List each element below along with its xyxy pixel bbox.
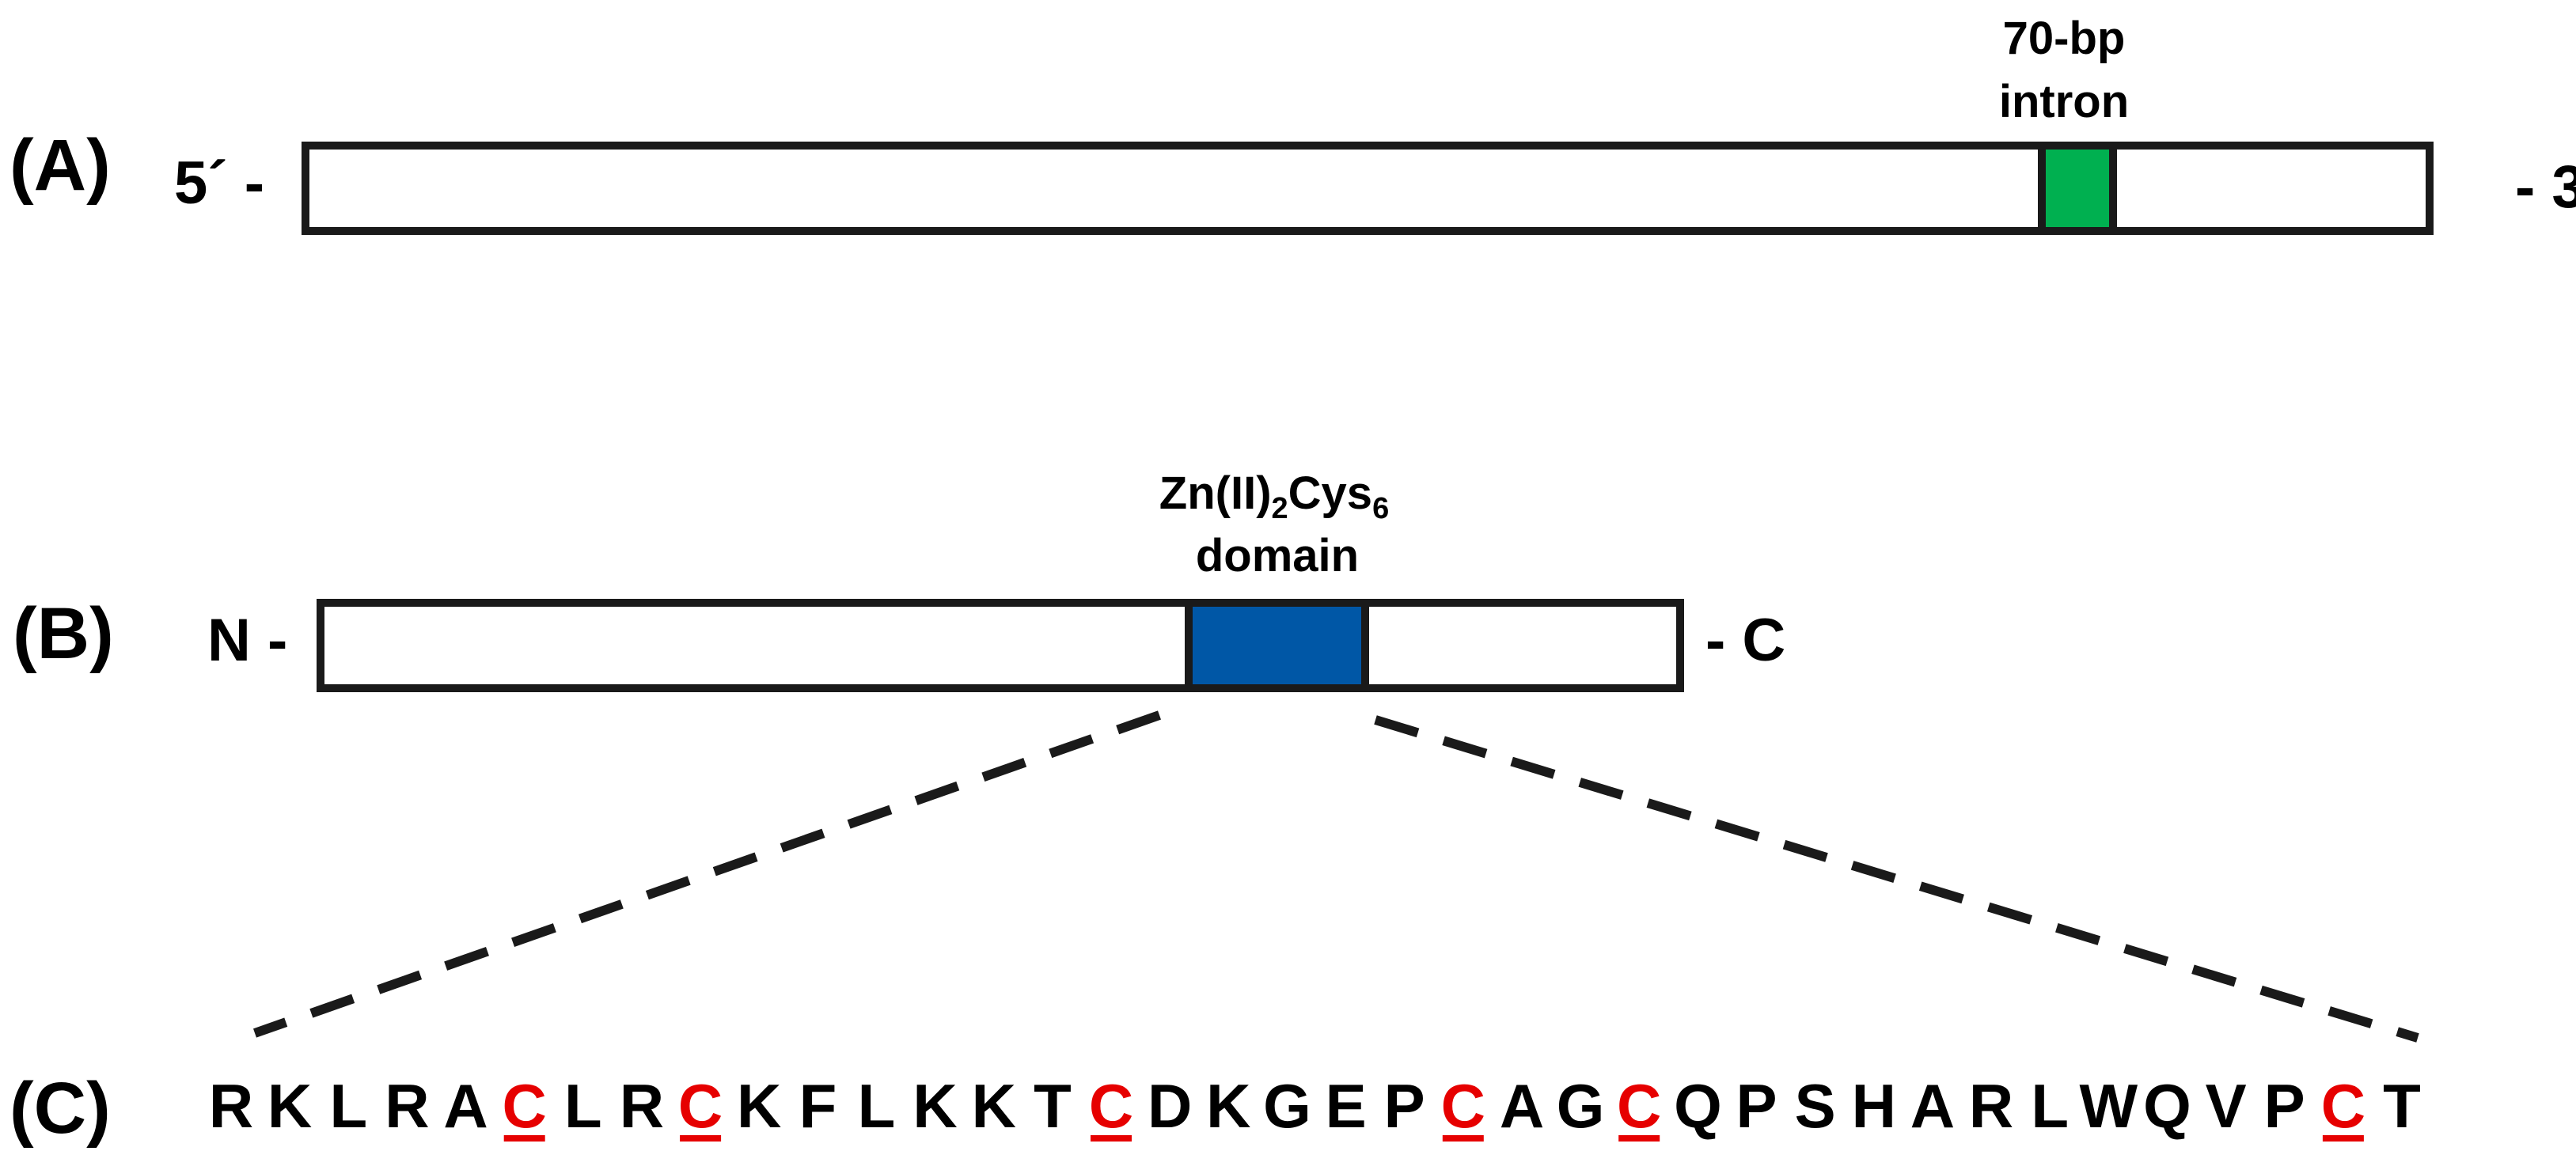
intron-label-line1: 70-bp <box>2003 13 2126 64</box>
residue: D <box>1148 1071 1192 1141</box>
residue: K <box>267 1071 312 1141</box>
residue: Q <box>1674 1071 1722 1141</box>
residue: P <box>1736 1071 1777 1141</box>
panel-b-label: (B) <box>13 593 114 674</box>
residue: A <box>1500 1071 1544 1141</box>
residue: L <box>858 1071 896 1141</box>
domain-label-line2: domain <box>1196 530 1359 581</box>
residue: K <box>737 1071 781 1141</box>
cysteine-underline <box>2322 1135 2364 1142</box>
zoom-connectors <box>253 710 2419 1043</box>
residue: L <box>2031 1071 2069 1141</box>
zoom-line-right <box>1374 715 2419 1043</box>
panel-b: (B) N - Zn(II)2Cys6 domain - C <box>13 468 1785 692</box>
residue: L <box>329 1071 367 1141</box>
residue: R <box>620 1071 664 1141</box>
residue: F <box>799 1071 837 1141</box>
residue: R <box>385 1071 429 1141</box>
cysteine-residue: C <box>503 1071 547 1141</box>
residue: P <box>1384 1071 1425 1141</box>
c-terminus-label: - C <box>1705 607 1785 674</box>
cysteine-residue: C <box>2321 1071 2365 1141</box>
residue: G <box>1557 1071 1605 1141</box>
cysteine-underline <box>680 1135 722 1142</box>
intron-segment <box>2038 142 2117 235</box>
domain-label-line1: Zn(II)2Cys6 <box>1159 468 1389 525</box>
residue: K <box>912 1071 957 1141</box>
cysteine-underline <box>1618 1135 1660 1142</box>
residue: R <box>1969 1071 2013 1141</box>
residue: E <box>1326 1071 1367 1141</box>
cysteine-residue: C <box>1089 1071 1133 1141</box>
panel-a: (A) 5´ - 70-bp intron - 3´ <box>9 13 2576 235</box>
residue: K <box>1206 1071 1250 1141</box>
n-terminus-label: N - <box>207 607 287 674</box>
panel-c-label: (C) <box>9 1068 111 1149</box>
intron-label-line2: intron <box>1999 76 2129 127</box>
three-prime-end-label: - 3´ <box>2515 153 2576 221</box>
residue: W <box>2079 1071 2138 1141</box>
residue: A <box>1910 1071 1955 1141</box>
cysteine-residue: C <box>1617 1071 1661 1141</box>
cysteine-residue: C <box>1441 1071 1485 1141</box>
residue: H <box>1852 1071 1896 1141</box>
residue: A <box>443 1071 488 1141</box>
zn-cys-domain <box>1185 599 1369 692</box>
residue: G <box>1263 1071 1311 1141</box>
residue: T <box>1034 1071 1072 1141</box>
protein-bar <box>317 599 1684 692</box>
residue: P <box>2264 1071 2305 1141</box>
residue: S <box>1795 1071 1836 1141</box>
residue: T <box>2383 1071 2421 1141</box>
cysteine-underline <box>1442 1135 1484 1142</box>
cysteine-underline <box>1091 1135 1132 1142</box>
zoom-line-left <box>253 710 1161 1038</box>
five-prime-end-label: 5´ - <box>174 150 264 217</box>
residue: K <box>972 1071 1016 1141</box>
cysteine-residue: C <box>678 1071 723 1141</box>
residue: Q <box>2143 1071 2191 1141</box>
residue: V <box>2206 1071 2247 1141</box>
panel-a-label: (A) <box>9 125 111 206</box>
residue: R <box>209 1071 253 1141</box>
cysteine-underline <box>503 1135 545 1142</box>
residue: L <box>564 1071 602 1141</box>
